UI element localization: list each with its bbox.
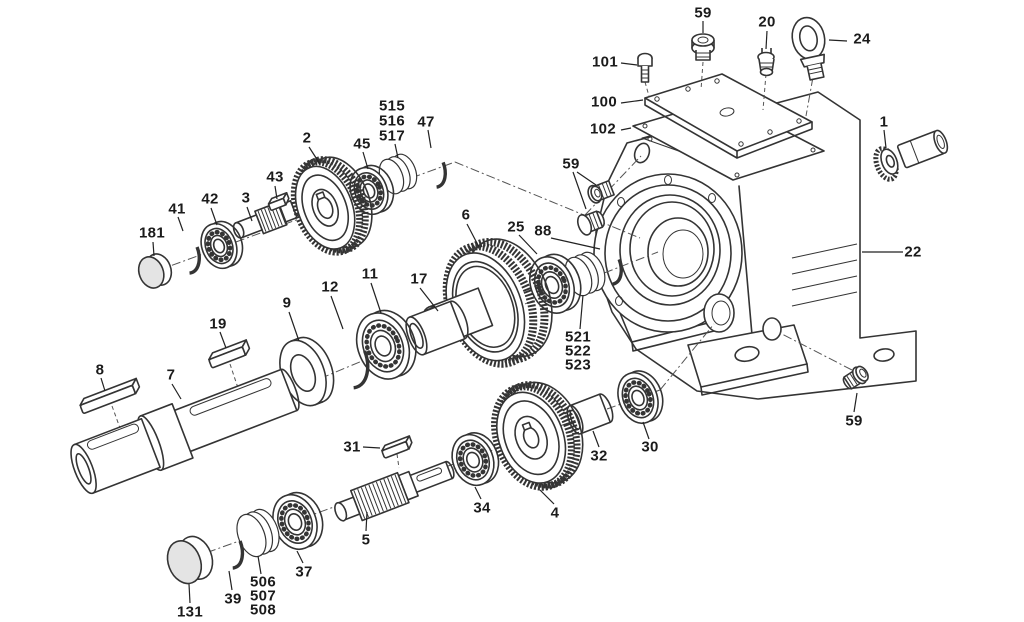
eyebolt-24 xyxy=(791,16,826,81)
part-label-11: 11 xyxy=(361,265,379,283)
part-label-4: 4 xyxy=(550,504,560,522)
output-shaft-7 xyxy=(70,368,300,495)
part-label-42: 42 xyxy=(201,190,219,208)
cover-100 xyxy=(644,73,813,159)
part-label-59-bottom: 59 xyxy=(845,412,863,430)
part-label-3: 3 xyxy=(241,189,251,207)
snap-ring-88 xyxy=(591,242,623,286)
part-label-5: 5 xyxy=(361,531,371,549)
pinion-shaft-5 xyxy=(334,460,455,522)
part-label-59-top: 59 xyxy=(694,4,712,22)
input-pinion-1 xyxy=(873,129,949,182)
part-label-515: 515 xyxy=(379,97,405,115)
part-label-22: 22 xyxy=(904,243,922,261)
part-label-131: 131 xyxy=(177,603,203,621)
part-label-101: 101 xyxy=(592,53,618,71)
plugs-59-side xyxy=(576,179,615,236)
part-label-32: 32 xyxy=(590,447,608,465)
part-label-17: 17 xyxy=(410,270,428,288)
key-8 xyxy=(79,377,141,414)
part-label-100: 100 xyxy=(591,93,617,111)
part-label-523: 523 xyxy=(565,356,591,374)
part-label-9: 9 xyxy=(282,294,292,312)
plug-59-top xyxy=(691,33,715,61)
part-label-37: 37 xyxy=(295,563,313,581)
leader-lines xyxy=(100,21,903,604)
part-label-181: 181 xyxy=(139,224,165,242)
bearing-34 xyxy=(451,432,500,487)
spacer-17 xyxy=(405,300,469,356)
cap-131 xyxy=(166,535,214,585)
part-label-19: 19 xyxy=(209,315,227,333)
snap-ring-47 xyxy=(415,145,447,189)
plug-59-bottom xyxy=(842,365,869,390)
part-label-516: 516 xyxy=(379,112,405,130)
part-label-39: 39 xyxy=(224,590,242,608)
gear-4 xyxy=(491,381,584,491)
part-label-12: 12 xyxy=(321,278,339,296)
part-label-506: 506 xyxy=(250,573,276,591)
part-label-521: 521 xyxy=(565,328,591,346)
part-label-34: 34 xyxy=(473,499,491,517)
bolt-101 xyxy=(637,52,653,83)
part-label-522: 522 xyxy=(565,342,591,360)
part-label-20: 20 xyxy=(758,13,776,31)
part-label-7: 7 xyxy=(166,366,176,384)
part-label-31: 31 xyxy=(343,438,361,456)
bearing-37 xyxy=(272,491,324,551)
part-label-41: 41 xyxy=(168,200,186,218)
part-label-47: 47 xyxy=(417,113,435,131)
part-label-102: 102 xyxy=(590,120,616,138)
shim-set-506-508 xyxy=(236,508,280,558)
part-label-45: 45 xyxy=(353,135,371,153)
part-label-517: 517 xyxy=(379,127,405,145)
part-label-88: 88 xyxy=(534,222,552,240)
key-31 xyxy=(380,435,413,459)
snap-ring-12 xyxy=(322,326,370,390)
gear-2 xyxy=(290,156,373,256)
part-label-507: 507 xyxy=(250,587,276,605)
snap-ring-41 xyxy=(167,229,201,275)
bearing-30 xyxy=(617,370,664,425)
key-19 xyxy=(207,339,251,369)
part-label-30: 30 xyxy=(641,438,659,456)
housing-22 xyxy=(593,91,917,400)
gear-6 xyxy=(421,237,553,368)
part-label-59-left: 59 xyxy=(562,155,580,173)
part-label-508: 508 xyxy=(250,601,276,619)
part-label-43: 43 xyxy=(266,168,284,186)
part-label-24: 24 xyxy=(853,30,871,48)
snap-ring-39 xyxy=(209,522,245,570)
bearing-42 xyxy=(200,220,244,270)
breather-20 xyxy=(757,48,775,77)
cap-181 xyxy=(137,253,173,289)
key-43 xyxy=(267,192,290,211)
part-label-25: 25 xyxy=(507,218,525,236)
part-label-2: 2 xyxy=(302,129,312,147)
part-label-6: 6 xyxy=(461,206,471,224)
part-label-8: 8 xyxy=(95,361,105,379)
part-label-1: 1 xyxy=(879,113,889,131)
